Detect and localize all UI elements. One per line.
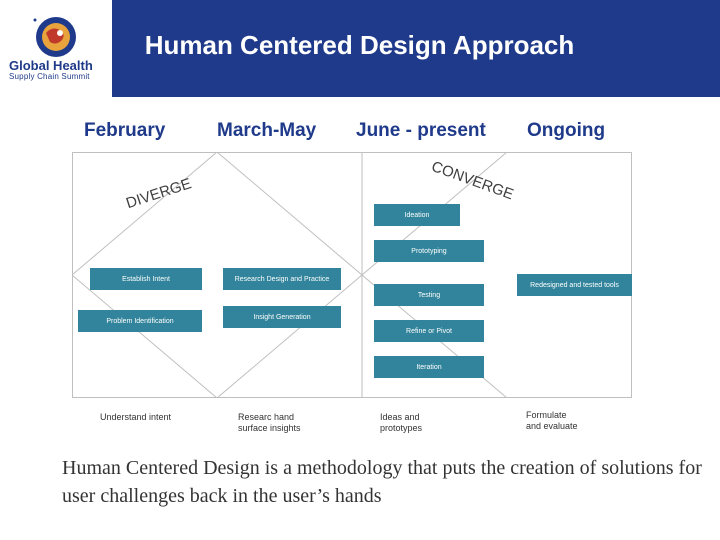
caption-ideas: Ideas and prototypes — [380, 412, 422, 434]
caption-ideas-line1: Ideas and — [380, 412, 420, 422]
step-problem-identification: Problem Identification — [78, 310, 202, 332]
header-bar — [0, 0, 720, 97]
caption-ideas-line2: prototypes — [380, 423, 423, 433]
step-refine-pivot: Refine or Pivot — [374, 320, 484, 342]
step-ideation: Ideation — [374, 204, 460, 226]
step-redesigned: Redesigned and tested tools — [517, 274, 632, 296]
globe-icon — [33, 17, 76, 57]
logo-subtitle: Supply Chain Summit — [9, 72, 90, 81]
step-iteration: Iteration — [374, 356, 484, 378]
step-research-design: Research Design and Practice — [223, 268, 341, 290]
caption-research-line2: surface insights — [238, 423, 301, 433]
phase-ongoing: Ongoing — [527, 120, 606, 141]
caption-formulate-line2: and evaluate — [526, 421, 578, 431]
page-title: Human Centered Design Approach — [144, 30, 575, 60]
caption-formulate: Formulate and evaluate — [526, 410, 578, 432]
footer-text: Human Centered Design is a methodology t… — [62, 457, 702, 507]
caption-understand: Understand intent — [100, 412, 172, 422]
phase-march-may: March-May — [217, 120, 317, 141]
caption-research-line1: Researc hand — [238, 412, 295, 422]
step-testing: Testing — [374, 284, 484, 306]
phase-february: February — [84, 120, 166, 141]
step-insight-generation: Insight Generation — [223, 306, 341, 328]
logo-title: Global Health — [9, 58, 93, 73]
logo: Global Health Supply Chain Summit — [0, 0, 112, 97]
step-prototyping: Prototyping — [374, 240, 484, 262]
step-establish-intent: Establish Intent — [90, 268, 202, 290]
caption-research: Researc hand surface insights — [238, 412, 301, 434]
phase-june-present: June - present — [356, 120, 486, 141]
caption-formulate-line1: Formulate — [526, 410, 567, 420]
